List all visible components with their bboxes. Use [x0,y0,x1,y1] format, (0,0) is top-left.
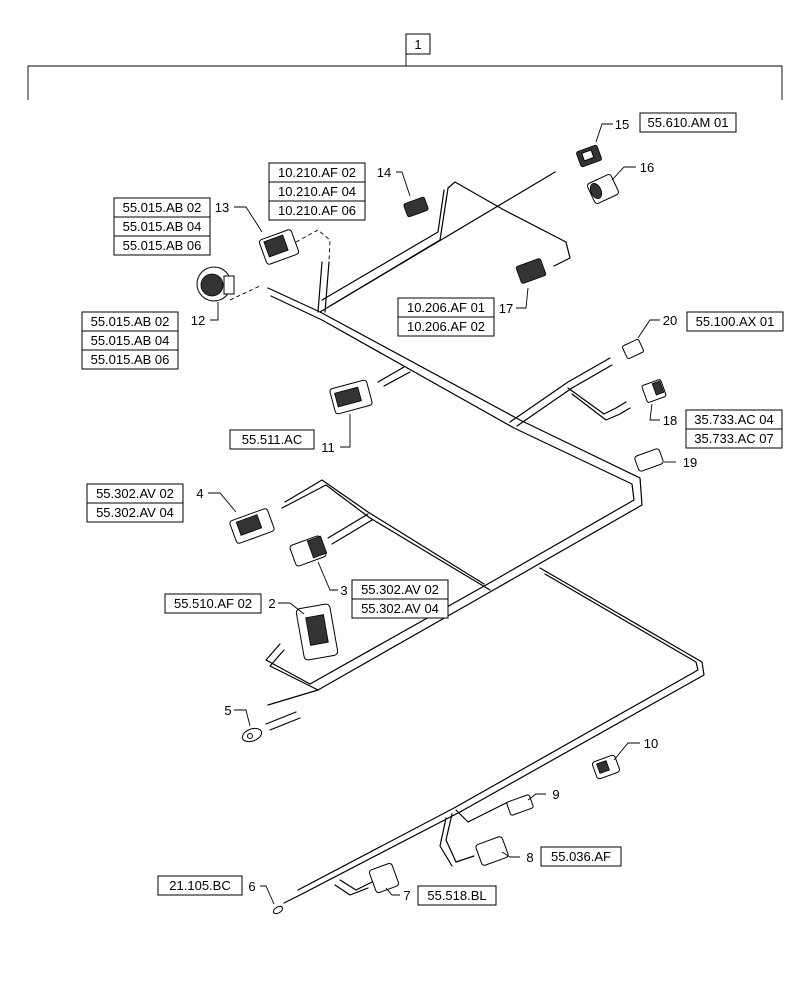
connector-4 [229,508,275,544]
harness-wires [265,171,705,904]
terminal-6 [272,905,284,915]
ref-box-cell [540,846,622,867]
callout-3: 3 [340,583,347,598]
ref-code: 55.510.AF 02 [174,596,252,611]
callout-7: 7 [403,888,410,903]
ref-code: 10.210.AF 04 [278,184,356,199]
connector-10 [591,754,621,780]
ref-box-r13-top: 10.210.AF 02 10.210.AF 04 10.210.AF 06 [268,162,366,221]
ref-box-r8: 55.036.AF [540,846,622,867]
ref-code: 55.100.AX 01 [696,314,775,329]
connector-7 [368,862,400,894]
ref-code: 10.210.AF 02 [278,165,356,180]
callout-19: 19 [683,455,697,470]
connector-15 [576,144,602,168]
ref-code: 55.015.AB 04 [123,219,202,234]
callout-2: 2 [268,596,275,611]
ref-box-cell [164,593,262,614]
connector-11 [329,379,373,415]
callout-6: 6 [248,879,255,894]
ref-box-cell [86,502,184,523]
ref-box-cell [351,598,449,619]
callout-18: 18 [663,413,677,428]
ref-box-r15: 55.610.AM 01 [639,112,737,133]
connector-17 [515,258,547,284]
ref-code: 55.610.AM 01 [648,115,729,130]
ref-code: 55.302.AV 02 [96,486,174,501]
connector-19 [634,448,664,472]
ref-code: 21.105.BC [169,878,230,893]
callout-15: 15 [615,117,629,132]
ref-code: 55.015.AB 06 [123,238,202,253]
ref-box-r13-left: 55.015.AB 02 55.015.AB 04 55.015.AB 06 [113,197,211,256]
ref-code: 55.518.BL [427,888,486,903]
ref-box-cell [268,200,366,221]
callout-12: 12 [191,313,205,328]
ref-box-cell [686,311,784,332]
callout-20: 20 [663,313,677,328]
ref-box-cell [113,235,211,256]
ref-box-cell [229,429,315,450]
ref-code: 55.015.AB 02 [91,314,170,329]
ref-box-r18: 35.733.AC 04 35.733.AC 07 [685,409,783,449]
ref-box-r11: 55.511.AC [229,429,315,450]
ref-code: 55.302.AV 02 [361,582,439,597]
ref-code: 55.015.AB 06 [91,352,170,367]
ref-code: 55.302.AV 04 [361,601,439,616]
ref-code: 10.210.AF 06 [278,203,356,218]
ref-box-r4: 55.302.AV 02 55.302.AV 04 [86,483,184,523]
ref-box-r7: 55.518.BL [417,885,497,906]
ref-code: 35.733.AC 04 [694,412,774,427]
ref-box-cell [81,349,179,370]
callout-5: 5 [224,703,231,718]
ring-terminal-5 [241,727,263,743]
callout-13: 13 [215,200,229,215]
connector-16 [587,174,619,204]
connector-14 [403,196,429,218]
ref-code: 55.015.AB 04 [91,333,170,348]
callout-14: 14 [377,165,391,180]
ref-code: 55.015.AB 02 [123,200,202,215]
ref-box-r17: 10.206.AF 01 10.206.AF 02 [397,297,495,337]
assembly-bracket: 1 [27,33,783,100]
callout-17: 17 [499,301,513,316]
callout-10: 10 [644,736,658,751]
ref-box-cell [157,875,243,896]
connector-9 [506,794,534,816]
ref-box-cell [397,316,495,337]
ref-box-r2: 55.510.AF 02 [164,593,262,614]
ref-code: 55.036.AF [551,849,611,864]
callout-11: 11 [321,440,335,455]
connector-8 [475,836,509,866]
callout-8: 8 [526,850,533,865]
leader-lines [208,123,676,905]
ref-code: 55.511.AC [242,432,302,447]
ref-box-cell [639,112,737,133]
connector-12 [196,266,235,302]
assembly-callout-1: 1 [414,37,421,52]
ref-box-cell [417,885,497,906]
callout-9: 9 [552,787,559,802]
ref-code: 55.302.AV 04 [96,505,174,520]
ref-code: 10.206.AF 02 [407,319,485,334]
callout-4: 4 [196,486,203,501]
connector-2 [295,603,339,661]
ref-box-r20: 55.100.AX 01 [686,311,784,332]
ref-box-r3: 55.302.AV 02 55.302.AV 04 [351,579,449,619]
ref-box-cell [685,428,783,449]
ref-code: 35.733.AC 07 [694,431,774,446]
connector-13 [258,229,300,265]
connector-20 [622,339,644,359]
connector-18 [641,379,667,403]
ref-box-r12: 55.015.AB 02 55.015.AB 04 55.015.AB 06 [81,311,179,370]
callout-16: 16 [640,160,654,175]
ref-code: 10.206.AF 01 [407,300,485,315]
connector-3 [289,535,328,567]
ref-box-r6: 21.105.BC [157,875,243,896]
